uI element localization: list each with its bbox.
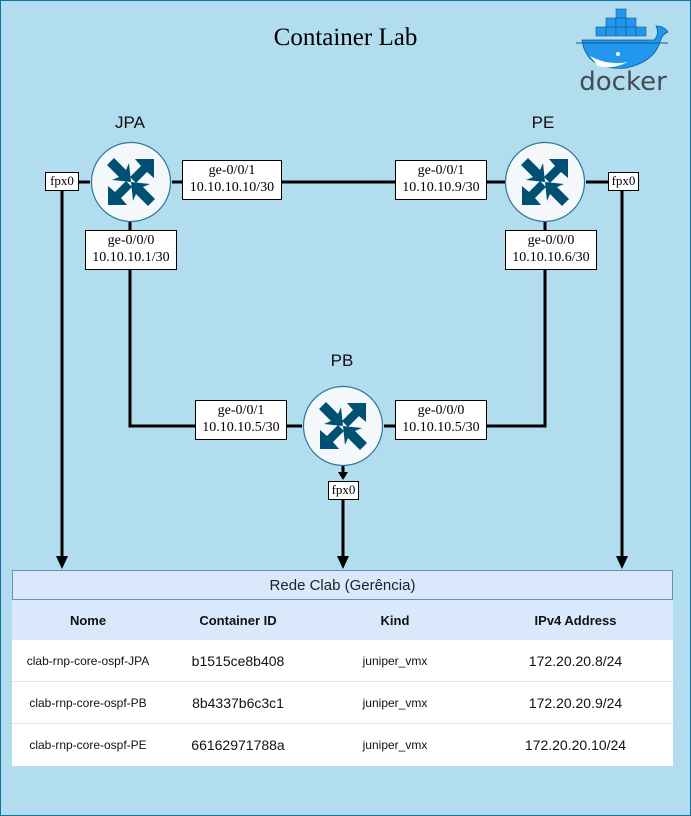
cell-container-id: b1515ce8b408 xyxy=(191,652,285,669)
node-label-pb: PB xyxy=(330,351,354,370)
node-label-pe: PE xyxy=(531,113,555,132)
table-caption: Rede Clab (Gerência) xyxy=(12,570,673,600)
interface-ip: 10.10.10.6/30 xyxy=(512,250,590,265)
interface-name: ge-0/0/1 xyxy=(417,163,465,178)
interface-name: ge-0/0/0 xyxy=(527,233,575,248)
management-network-table: Rede Clab (Gerência) Nome Container ID K… xyxy=(12,570,673,766)
cell-ipv4-address: 172.20.20.9/24 xyxy=(528,694,623,711)
column-header-container-id: Container ID xyxy=(199,612,277,628)
interface-pe-ge-0-0-0: ge-0/0/0 10.10.10.6/30 xyxy=(505,230,597,270)
diagram-title: Container Lab xyxy=(273,24,418,51)
interface-pe-ge-0-0-1: ge-0/0/1 10.10.10.9/30 xyxy=(395,160,487,200)
interface-ip: 10.10.10.1/30 xyxy=(92,250,170,265)
column-header-nome: Nome xyxy=(69,612,107,628)
cell-container-id: 66162971788a xyxy=(191,737,285,753)
arrow-head-jpa xyxy=(56,556,68,569)
interface-pe-fpx0: fpx0 xyxy=(608,172,639,191)
table-header-row: Nome Container ID Kind IPv4 Address xyxy=(12,600,673,640)
interface-jpa-fpx0: fpx0 xyxy=(45,172,79,191)
interface-jpa-ge-0-0-0: ge-0/0/0 10.10.10.1/30 xyxy=(85,230,177,270)
interface-ip: 10.10.10.5/30 xyxy=(402,420,480,435)
interface-name: ge-0/0/1 xyxy=(208,163,256,178)
interface-ip: 10.10.10.9/30 xyxy=(402,180,480,195)
interface-pb-ge-0-0-1: ge-0/0/1 10.10.10.5/30 xyxy=(195,400,287,440)
interface-ip: 10.10.10.10/30 xyxy=(189,180,275,195)
table-row: clab-rnp-core-ospf-PE 66162971788a junip… xyxy=(12,724,673,766)
column-header-ipv4-address: IPv4 Address xyxy=(534,612,617,628)
cell-kind: juniper_vmx xyxy=(362,738,428,752)
interface-name: ge-0/0/1 xyxy=(217,403,265,418)
interface-name: ge-0/0/0 xyxy=(107,233,155,248)
arrow-head-pe xyxy=(616,556,628,569)
arrow-head-pb xyxy=(337,556,349,569)
interface-pb-ge-0-0-0: ge-0/0/0 10.10.10.5/30 xyxy=(395,400,487,440)
router-icon[interactable] xyxy=(504,141,586,223)
router-icon[interactable] xyxy=(90,141,172,223)
node-label-jpa: JPA xyxy=(115,113,145,132)
router-icon[interactable] xyxy=(302,385,384,467)
docker-whale-icon: docker xyxy=(576,8,669,96)
cell-container-id: 8b4337b6c3c1 xyxy=(192,694,284,711)
table-row: clab-rnp-core-ospf-JPA b1515ce8b408 juni… xyxy=(12,640,673,682)
cell-ipv4-address: 172.20.20.10/24 xyxy=(524,737,627,753)
table-row: clab-rnp-core-ospf-PB 8b4337b6c3c1 junip… xyxy=(12,682,673,724)
cell-kind: juniper_vmx xyxy=(362,653,428,668)
interface-name: ge-0/0/0 xyxy=(417,403,465,418)
cell-nome: clab-rnp-core-ospf-JPA xyxy=(26,653,150,668)
column-header-kind: Kind xyxy=(380,612,410,628)
docker-wordmark: docker xyxy=(579,67,667,96)
cell-nome: clab-rnp-core-ospf-PB xyxy=(29,695,147,710)
cell-nome: clab-rnp-core-ospf-PE xyxy=(29,738,147,752)
cell-ipv4-address: 172.20.20.8/24 xyxy=(528,652,623,669)
interface-jpa-ge-0-0-1: ge-0/0/1 10.10.10.10/30 xyxy=(182,160,282,200)
interface-pb-fpx0: fpx0 xyxy=(328,481,359,500)
interface-ip: 10.10.10.5/30 xyxy=(202,420,280,435)
cell-kind: juniper_vmx xyxy=(362,695,428,710)
